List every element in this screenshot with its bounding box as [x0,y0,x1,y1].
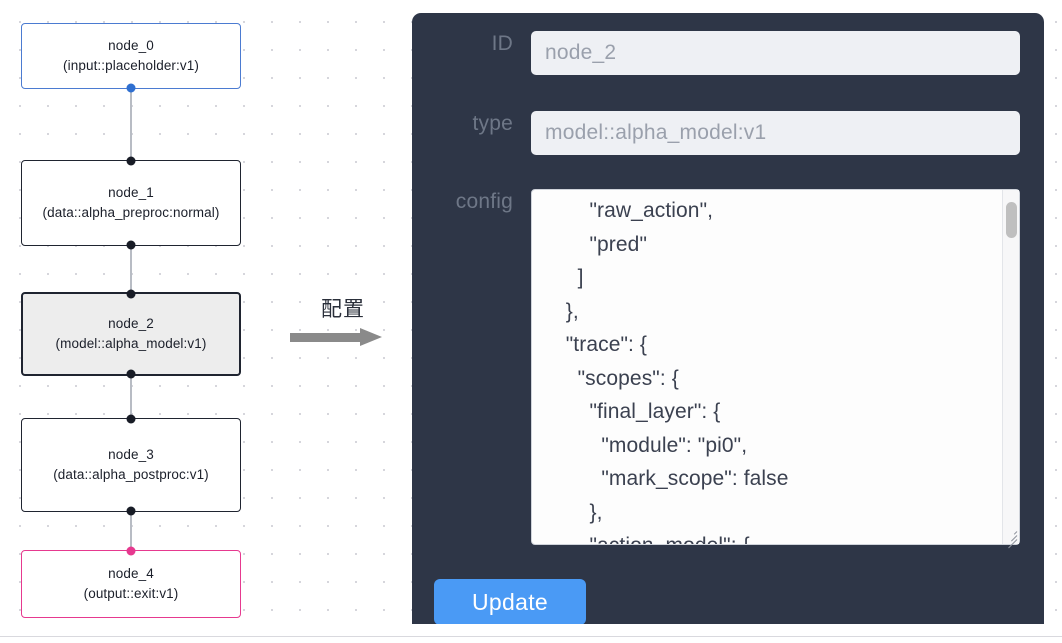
edge-node0-node1 [130,88,132,160]
annotation-config-arrow: 配置 [288,296,398,346]
flow-node-label: node_0(input::placeholder:v1) [63,38,199,73]
config-textarea-wrap [531,189,1020,549]
annotation-label: 配置 [321,297,365,321]
field-row-type: type [426,111,1020,155]
flow-node-node_4[interactable]: node_4(output::exit:v1) [21,546,241,618]
node-handle-bottom-icon[interactable] [126,369,136,379]
node-config-panel: ID type config Update [412,13,1044,624]
node-handle-top-icon[interactable] [126,546,136,556]
flow-node-label: node_1(data::alpha_preproc:normal) [42,185,220,220]
flow-node-label: node_2(model::alpha_model:v1) [55,316,207,351]
node-handle-bottom-icon[interactable] [126,83,136,93]
node-handle-top-icon[interactable] [126,289,136,299]
type-field-label: type [472,112,513,135]
resize-grip-icon[interactable] [1004,529,1018,549]
flow-node-node_2[interactable]: node_2(model::alpha_model:v1) [21,289,241,379]
update-button[interactable]: Update [434,579,586,624]
config-field-label: config [455,190,513,213]
flow-node-node_0[interactable]: node_0(input::placeholder:v1) [21,23,241,93]
node-handle-top-icon[interactable] [126,414,136,424]
config-scrollbar-thumb[interactable] [1006,202,1017,238]
edge-node2-node3 [130,376,132,418]
arrow-head [360,328,382,346]
flow-node-label: node_3(data::alpha_postproc:v1) [53,447,209,482]
flow-node-node_1[interactable]: node_1(data::alpha_preproc:normal) [21,156,241,250]
arrow-shaft [290,333,362,342]
config-textarea[interactable] [531,189,1020,545]
id-field-label: ID [491,32,513,55]
node-handle-top-icon[interactable] [126,156,136,166]
flow-node-label: node_4(output::exit:v1) [83,566,179,601]
node-handle-bottom-icon[interactable] [126,506,136,516]
flow-node-node_3[interactable]: node_3(data::alpha_postproc:v1) [21,414,241,516]
field-row-config: config [426,189,1020,549]
edge-node3-node4 [130,512,132,550]
id-input[interactable] [531,31,1020,75]
arrow-right-icon [288,328,398,346]
edge-node1-node2 [130,246,132,292]
node-handle-bottom-icon[interactable] [126,240,136,250]
field-row-id: ID [426,31,1020,75]
type-input[interactable] [531,111,1020,155]
canvas-bottom-divider [0,636,1062,637]
config-scrollbar[interactable] [1002,190,1019,544]
